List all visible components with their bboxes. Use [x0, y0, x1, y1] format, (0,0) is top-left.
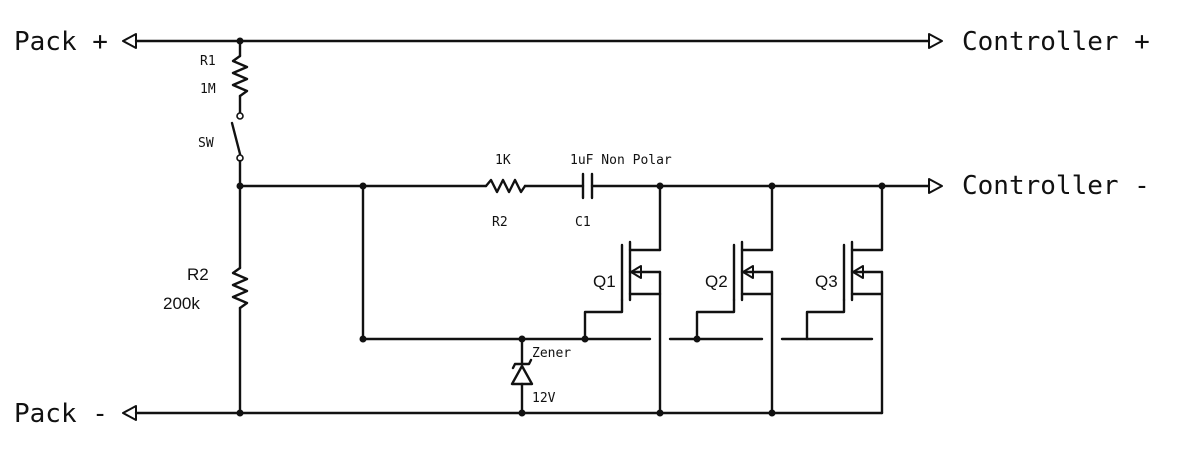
mosfet-q3-icon [805, 184, 884, 415]
zener-diode-icon [510, 364, 534, 386]
junction-dot [768, 409, 776, 417]
r2-ref-label: R2 [187, 265, 209, 284]
mosfet-q1-icon [583, 184, 662, 415]
controller-positive-terminal-icon [928, 33, 943, 49]
q2-label: Q2 [705, 272, 728, 291]
r1-ref-label: R1 [200, 54, 216, 69]
resistor-r1-icon [231, 54, 249, 98]
pack-negative-label: Pack - [14, 399, 108, 429]
zener-diode-icon [511, 358, 533, 370]
pack-positive-terminal-icon [122, 33, 137, 49]
capacitor-value-label: 1uF Non Polar [570, 153, 672, 168]
junction-dot [236, 409, 244, 417]
series-resistor-ref-label: R2 [492, 215, 508, 230]
q3-label: Q3 [815, 272, 838, 291]
zener-ref-label: Zener [532, 346, 571, 361]
junction-dot [656, 409, 664, 417]
mosfet-q2-icon [695, 184, 774, 415]
r2-value-label: 200k [163, 294, 200, 313]
series-resistor-value-label: 1K [495, 153, 511, 168]
switch-contact-icon [236, 112, 244, 120]
switch-lever-icon [230, 121, 242, 156]
resistor-1k-icon [484, 178, 527, 194]
pack-negative-terminal-icon [122, 405, 137, 421]
pack-positive-label: Pack + [14, 27, 108, 57]
resistor-r2-icon [231, 266, 249, 310]
controller-negative-label: Controller - [962, 171, 1150, 201]
controller-positive-label: Controller + [962, 27, 1150, 57]
zener-value-label: 12V [532, 391, 556, 406]
capacitor-ref-label: C1 [575, 215, 591, 230]
junction-dot [359, 335, 367, 343]
controller-negative-terminal-icon [928, 178, 943, 194]
switch-label: SW [198, 136, 214, 151]
q1-label: Q1 [593, 272, 616, 291]
r1-value-label: 1M [200, 82, 216, 97]
